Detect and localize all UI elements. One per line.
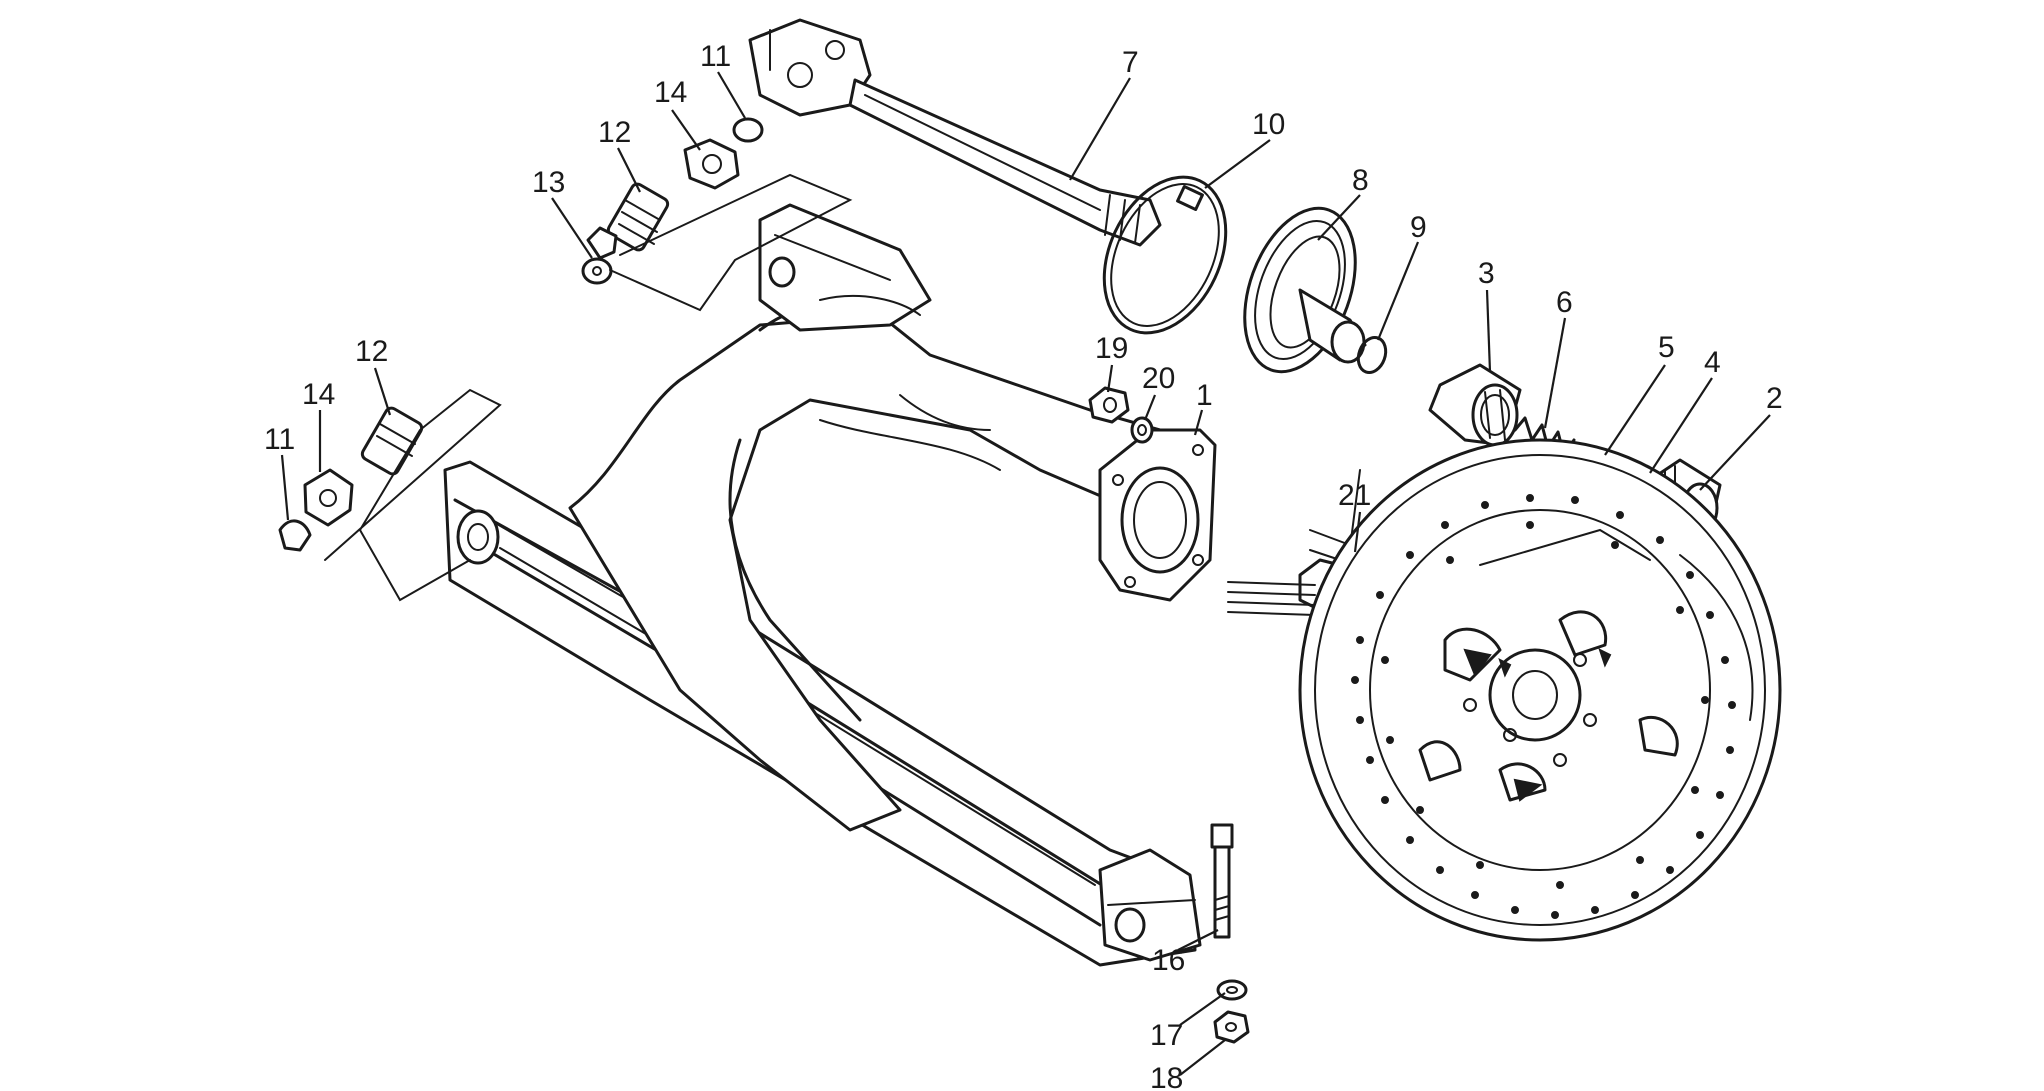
pivot-hardware-lower <box>278 388 502 602</box>
callout-18: 18 <box>1150 1062 1183 1091</box>
callout-8: 8 <box>1352 164 1369 197</box>
bolt-part-16 <box>1210 823 1234 939</box>
callout-labels: 1 2 3 4 5 6 7 8 9 10 11 11 12 12 13 14 1… <box>264 40 1783 1091</box>
leader-lines <box>280 71 1771 1076</box>
callout-14-upper: 14 <box>654 76 687 109</box>
callout-4: 4 <box>1704 346 1721 379</box>
callout-1: 1 <box>1196 379 1213 412</box>
callout-17: 17 <box>1150 1019 1183 1052</box>
disc-holes <box>1351 494 1736 919</box>
roller-bearing-part-3 <box>1428 363 1522 447</box>
washer-part-20 <box>1130 416 1154 444</box>
callout-5: 5 <box>1658 331 1675 364</box>
callout-16: 16 <box>1152 944 1185 977</box>
washer-part-17 <box>1216 979 1248 1001</box>
dust-boot-part-8 <box>1243 206 1367 374</box>
wheel-hub-disc-part-21 <box>1227 438 1782 942</box>
callout-7: 7 <box>1122 46 1139 79</box>
callout-3: 3 <box>1478 257 1495 290</box>
hose-clamp-part-10 <box>1102 175 1228 335</box>
callout-13: 13 <box>532 166 565 199</box>
callout-6: 6 <box>1556 286 1573 319</box>
callout-12-lower: 12 <box>355 335 388 368</box>
callout-19: 19 <box>1095 332 1128 365</box>
drive-shaft-part-7 <box>748 18 1162 247</box>
callout-14-lower: 14 <box>302 378 335 411</box>
nut-part-18 <box>1213 1010 1250 1044</box>
callout-20: 20 <box>1142 362 1175 395</box>
callout-2: 2 <box>1766 382 1783 415</box>
swingarm-part-1 <box>443 203 1217 967</box>
callout-11-upper: 11 <box>700 40 731 73</box>
callout-21: 21 <box>1338 479 1371 512</box>
callout-10: 10 <box>1252 108 1285 141</box>
nut-part-19 <box>1088 386 1130 424</box>
callout-11-lower: 11 <box>264 423 295 456</box>
callout-9: 9 <box>1410 211 1427 244</box>
pivot-hardware-upper <box>581 117 853 312</box>
callout-12-upper: 12 <box>598 116 631 149</box>
